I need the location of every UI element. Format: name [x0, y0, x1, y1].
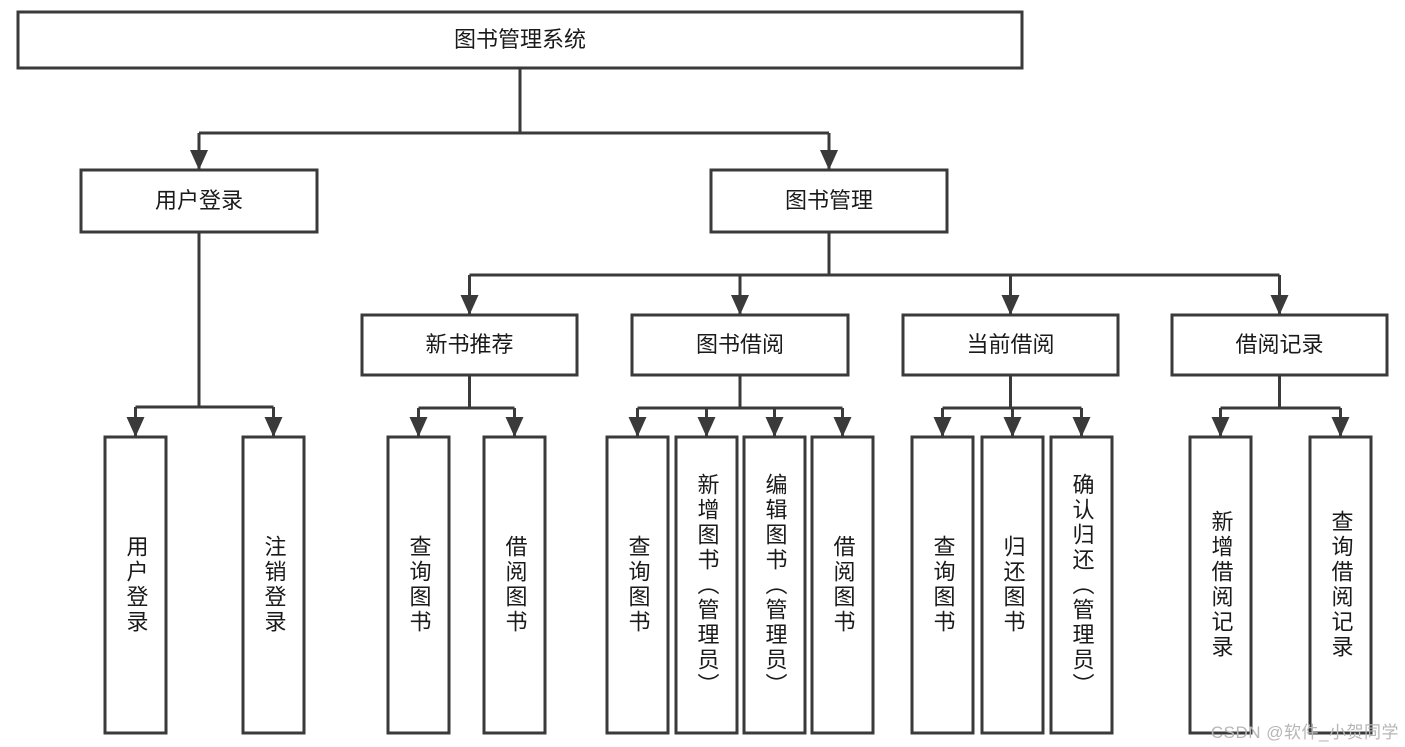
- leaf-node-3[interactable]: [482, 435, 547, 735]
- arrow-head-icon: [460, 295, 479, 315]
- node-level3-0[interactable]: [360, 313, 579, 377]
- node-boxes: [16, 10, 1389, 735]
- node-level3-2[interactable]: [901, 313, 1120, 377]
- leaf-node-1[interactable]: [241, 435, 306, 735]
- arrow-head-icon: [731, 295, 749, 315]
- leaf-node-11[interactable]: [1188, 435, 1253, 735]
- arrow-head-icon: [126, 417, 145, 437]
- arrow-head-icon: [1270, 295, 1289, 315]
- leaf-node-10[interactable]: [1049, 435, 1114, 735]
- node-level3-label-2: 当前借阅: [966, 332, 1054, 357]
- leaf-node-8[interactable]: [910, 435, 975, 735]
- node-level3-3[interactable]: [1170, 313, 1389, 377]
- leaf-node-2[interactable]: [386, 435, 451, 735]
- arrow-head-icon: [1072, 417, 1091, 437]
- arrow-head-icon: [1001, 295, 1020, 315]
- arrow-head-icon: [1211, 417, 1230, 437]
- arrow-head-icon: [833, 417, 852, 437]
- leaf-node-12[interactable]: [1308, 435, 1373, 735]
- node-level2-label-1: 图书管理: [785, 188, 873, 213]
- arrow-head-icon: [264, 417, 283, 437]
- leaf-node-6[interactable]: [742, 435, 807, 735]
- leaf-node-9[interactable]: [980, 435, 1045, 735]
- arrow-head-icon: [697, 417, 716, 437]
- node-level3-label-1: 图书借阅: [696, 332, 784, 357]
- arrow-head-icon: [409, 417, 428, 437]
- arrow-head-icon: [1331, 417, 1350, 437]
- node-level2-label-0: 用户登录: [155, 188, 243, 213]
- arrow-head-icon: [1003, 417, 1022, 437]
- leaf-node-7[interactable]: [810, 435, 875, 735]
- csdn-watermark: CSDN @软件_小贺同学: [1210, 723, 1399, 742]
- connector-lines: [126, 68, 1350, 437]
- leaf-node-0[interactable]: [103, 435, 168, 735]
- arrow-head-icon: [933, 417, 952, 437]
- arrow-head-icon: [628, 417, 647, 437]
- arrow-head-icon: [765, 417, 784, 437]
- node-root[interactable]: [16, 10, 1024, 70]
- node-level3-1[interactable]: [630, 313, 850, 377]
- node-level2-1[interactable]: [709, 168, 949, 234]
- node-level3-label-0: 新书推荐: [425, 332, 513, 357]
- node-level2-0[interactable]: [79, 168, 319, 234]
- arrow-head-icon: [505, 417, 524, 437]
- node-root-label: 图书管理系统: [454, 27, 586, 52]
- arrow-head-icon: [820, 150, 838, 170]
- leaf-node-5[interactable]: [674, 435, 739, 735]
- node-level3-label-3: 借阅记录: [1235, 332, 1323, 357]
- leaf-node-4[interactable]: [605, 435, 670, 735]
- arrow-head-icon: [190, 150, 208, 170]
